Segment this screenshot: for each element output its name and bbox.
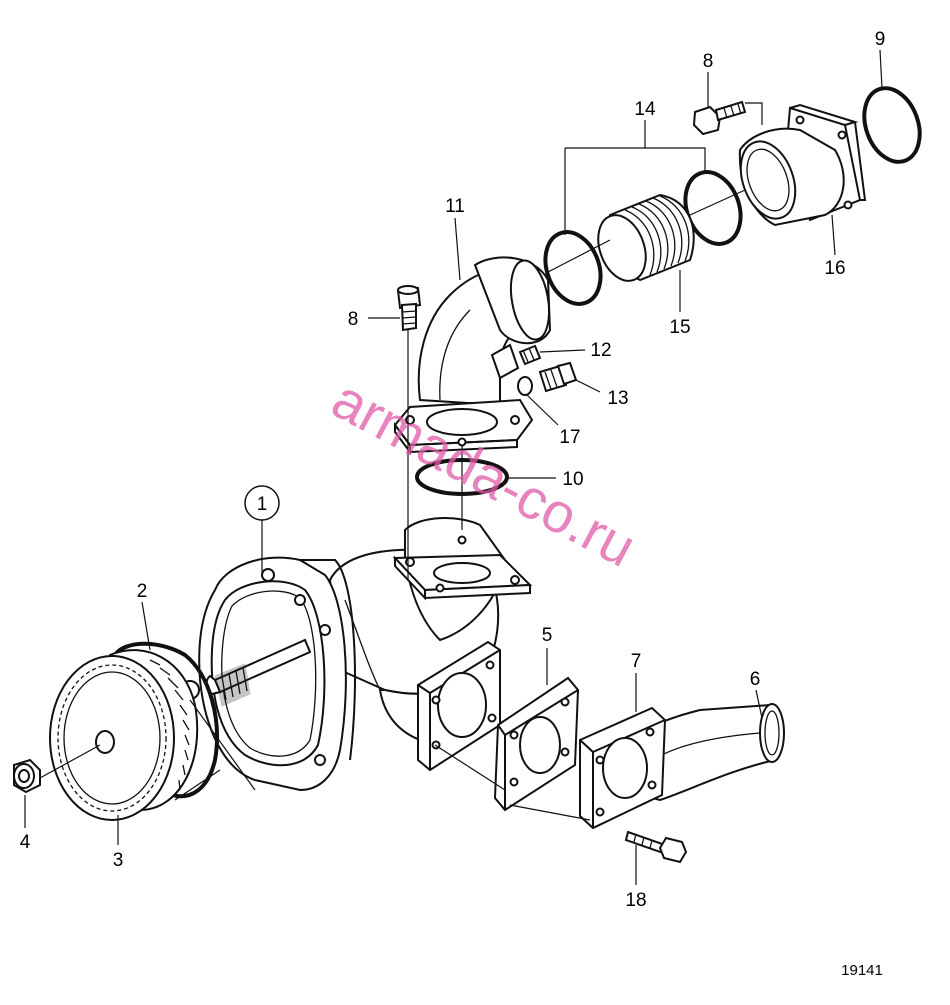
callout-15: 15 <box>669 317 690 338</box>
callout-6: 6 <box>750 669 761 690</box>
callout-10: 10 <box>562 469 583 490</box>
callout-3: 3 <box>113 850 124 871</box>
drive-gear <box>49 649 199 821</box>
callout-11: 11 <box>445 196 465 217</box>
callout-16: 16 <box>824 258 845 279</box>
o-ring-14a <box>543 230 603 306</box>
inlet-elbow-11 <box>393 256 552 455</box>
callout-1: 1 <box>257 494 268 515</box>
callout-1-circle <box>244 485 280 521</box>
bolt-8-lower <box>396 285 422 332</box>
bellows-sleeve-15 <box>597 193 695 282</box>
callout-13: 13 <box>607 388 628 409</box>
callout-17: 17 <box>559 427 580 448</box>
callout-2: 2 <box>137 581 148 602</box>
callout-leaders <box>24 49 883 885</box>
callout-8-upper: 8 <box>703 51 714 72</box>
callout-14: 14 <box>634 99 656 120</box>
callout-5: 5 <box>542 625 553 646</box>
housing-cover-plate <box>198 556 356 792</box>
gasket-5 <box>493 676 580 812</box>
screw-12 <box>518 344 542 366</box>
o-ring-9 <box>862 86 922 164</box>
bolt-8-upper <box>692 100 747 136</box>
callout-4: 4 <box>20 832 31 853</box>
housing-side-flange <box>417 640 501 772</box>
callout-8-lower: 8 <box>348 309 359 330</box>
o-ring-2 <box>113 641 219 799</box>
callout-7: 7 <box>631 651 642 672</box>
bolt-18 <box>624 830 688 864</box>
callout-18: 18 <box>625 890 646 911</box>
callout-9: 9 <box>875 29 886 50</box>
outlet-flange-7 <box>579 706 667 830</box>
gear-nut <box>13 758 41 794</box>
sleeve-flange-16 <box>738 103 867 227</box>
assembly-center-lines <box>39 102 763 821</box>
figure-number: 19141 <box>841 962 883 979</box>
washer-17 <box>517 376 533 396</box>
callout-12: 12 <box>590 340 611 361</box>
plug-13 <box>538 361 578 393</box>
pump-shaft <box>180 638 312 707</box>
